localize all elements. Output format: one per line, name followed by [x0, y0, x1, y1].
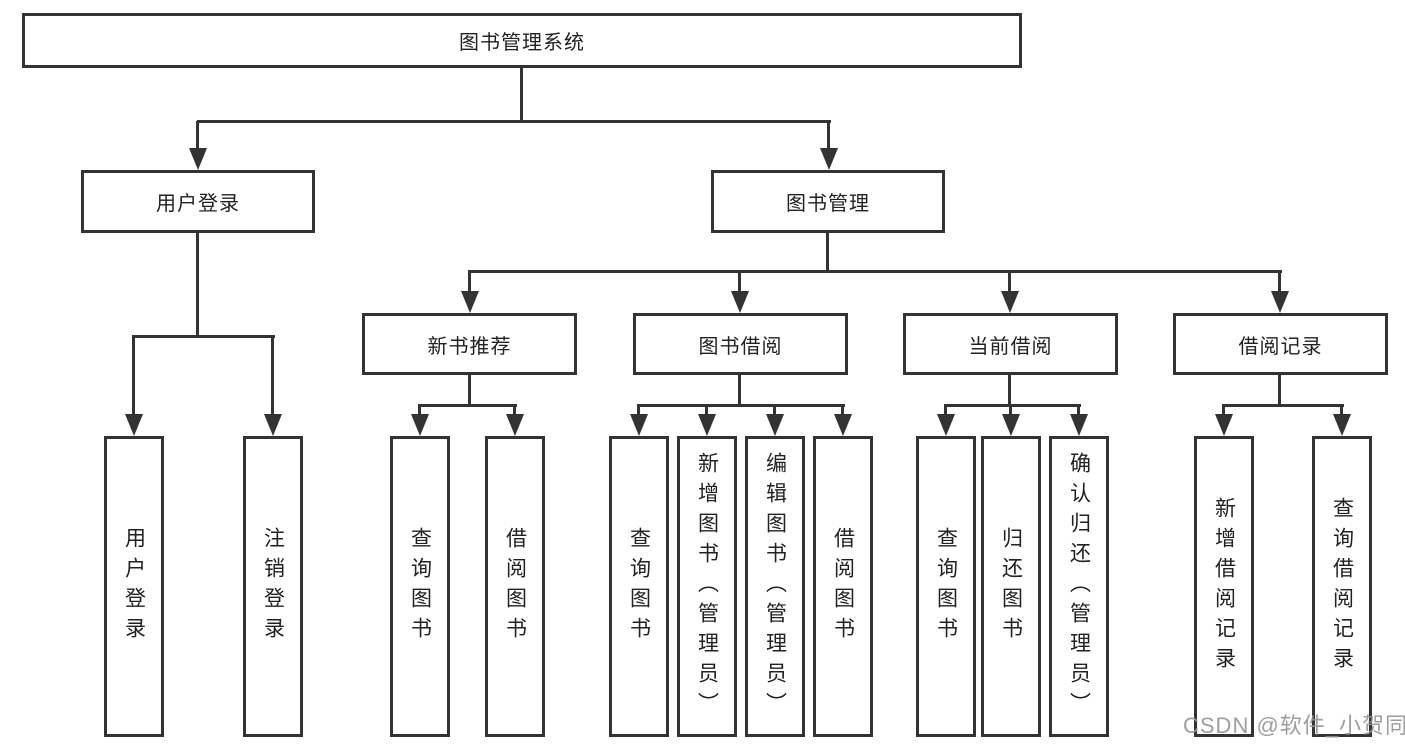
node-label-confirm-return-admin: 确认归还（管理员）	[1067, 451, 1091, 722]
node-label-book-management: 图书管理	[786, 193, 870, 215]
csdn-watermark: CSDN @软件_小贺同学	[1183, 713, 1405, 738]
connector-root-stem	[520, 68, 523, 122]
connector-drop-logout	[271, 337, 274, 415]
connector-drop	[1009, 406, 1012, 416]
node-label-return-book: 归还图书	[999, 526, 1023, 647]
connector-root-rail	[197, 120, 831, 123]
node-label-user-login: 用户登录	[122, 526, 146, 647]
connector-drop-current-borrowing	[1008, 272, 1011, 293]
arrow-down-icon	[189, 148, 207, 170]
arrow-down-icon	[834, 414, 852, 436]
connector-records-stem	[1278, 375, 1281, 406]
connector-drop	[1340, 406, 1343, 416]
node-label-borrowing-borrow-book: 借阅图书	[831, 526, 855, 647]
connector-drop-user-login-branch	[196, 121, 199, 150]
node-box-confirm-return-admin: 确认归还（管理员）	[1049, 436, 1109, 737]
node-label-add-borrow-record: 新增借阅记录	[1212, 496, 1236, 677]
node-box-recommend-query-books: 查询图书	[390, 436, 450, 737]
node-label-current-query-books: 查询图书	[934, 526, 958, 647]
node-box-logout: 注销登录	[243, 436, 303, 737]
connector-current-rail	[944, 404, 1081, 407]
connector-borrowing-rail	[637, 404, 845, 407]
node-box-book-management: 图书管理	[711, 170, 945, 233]
connector-drop-book-borrowing	[738, 272, 741, 293]
arrow-down-icon	[937, 414, 955, 436]
connector-drop	[705, 406, 708, 416]
connector-book-mgmt-stem	[826, 233, 829, 272]
connector-user-login-rail	[132, 335, 275, 338]
arrow-down-icon	[1333, 414, 1351, 436]
connector-drop	[418, 406, 421, 416]
connector-drop	[513, 406, 516, 416]
node-label-borrowing-query-books: 查询图书	[627, 526, 651, 647]
connector-drop	[1077, 406, 1080, 416]
node-box-system-root: 图书管理系统	[22, 13, 1022, 68]
connector-drop-book-management	[827, 121, 830, 150]
arrow-down-icon	[125, 414, 143, 436]
node-box-book-borrowing: 图书借阅	[633, 313, 848, 375]
arrow-down-icon	[766, 414, 784, 436]
connector-drop-new-book-recommend	[468, 272, 471, 293]
arrow-down-icon	[411, 414, 429, 436]
arrow-down-icon	[1215, 414, 1233, 436]
arrow-down-icon	[820, 148, 838, 170]
connector-drop	[637, 406, 640, 416]
arrow-down-icon	[506, 414, 524, 436]
node-box-new-book-recommend: 新书推荐	[362, 313, 577, 375]
node-label-logout: 注销登录	[261, 526, 285, 647]
arrow-down-icon	[731, 291, 749, 313]
node-label-new-book-recommend: 新书推荐	[427, 335, 512, 358]
connector-drop-user-login	[132, 337, 135, 415]
connector-records-rail	[1222, 404, 1344, 407]
node-label-user-login-branch: 用户登录	[156, 193, 240, 215]
connector-current-stem	[1008, 375, 1011, 406]
node-box-query-borrow-record: 查询借阅记录	[1312, 436, 1372, 737]
connector-drop	[944, 406, 947, 416]
arrow-down-icon	[1271, 291, 1289, 313]
node-label-current-borrowing: 当前借阅	[968, 335, 1053, 358]
connector-recommend-rail	[418, 404, 517, 407]
node-box-user-login-branch: 用户登录	[81, 170, 315, 233]
arrow-down-icon	[698, 414, 716, 436]
arrow-down-icon	[1070, 414, 1088, 436]
arrow-down-icon	[264, 414, 282, 436]
connector-drop-borrow-records	[1278, 272, 1281, 293]
connector-user-login-stem	[196, 233, 199, 337]
node-label-edit-book-admin: 编辑图书（管理员）	[763, 451, 787, 722]
node-label-book-borrowing: 图书借阅	[698, 335, 783, 358]
node-label-borrow-records: 借阅记录	[1238, 335, 1323, 358]
connector-drop	[773, 406, 776, 416]
connector-drop	[841, 406, 844, 416]
node-label-recommend-borrow-book: 借阅图书	[503, 526, 527, 647]
node-box-current-borrowing: 当前借阅	[903, 313, 1118, 375]
node-box-return-book: 归还图书	[981, 436, 1041, 737]
connector-book-mgmt-rail	[468, 270, 1282, 273]
connector-drop	[1222, 406, 1225, 416]
node-box-current-query-books: 查询图书	[916, 436, 976, 737]
node-box-edit-book-admin: 编辑图书（管理员）	[745, 436, 805, 737]
node-box-borrowing-borrow-book: 借阅图书	[813, 436, 873, 737]
node-box-add-book-admin: 新增图书（管理员）	[677, 436, 737, 737]
arrow-down-icon	[630, 414, 648, 436]
node-label-system-root: 图书管理系统	[459, 32, 585, 54]
node-box-recommend-borrow-book: 借阅图书	[485, 436, 545, 737]
node-label-recommend-query-books: 查询图书	[408, 526, 432, 647]
node-box-borrow-records: 借阅记录	[1173, 313, 1388, 375]
connector-borrowing-stem	[738, 375, 741, 406]
node-label-add-book-admin: 新增图书（管理员）	[695, 451, 719, 722]
connector-recommend-stem	[468, 375, 471, 406]
node-box-borrowing-query-books: 查询图书	[609, 436, 669, 737]
node-box-user-login: 用户登录	[104, 436, 164, 737]
node-label-query-borrow-record: 查询借阅记录	[1330, 496, 1354, 677]
node-box-add-borrow-record: 新增借阅记录	[1194, 436, 1254, 737]
arrow-down-icon	[461, 291, 479, 313]
arrow-down-icon	[1001, 291, 1019, 313]
arrow-down-icon	[1002, 414, 1020, 436]
